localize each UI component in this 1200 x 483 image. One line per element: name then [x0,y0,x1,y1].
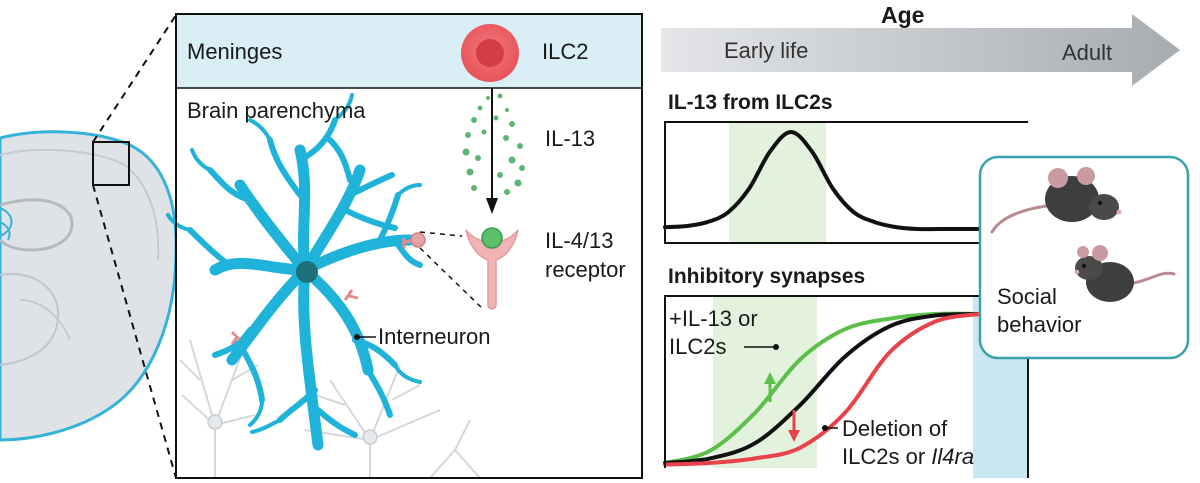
age-end-label: Adult [1062,40,1113,65]
chart-il13-title: IL-13 from ILC2s [668,91,833,114]
red-series-label-line1: Deletion of [842,416,948,441]
age-start-label: Early life [724,38,809,63]
mouse-icon [1074,245,1176,302]
ilc2-label: ILC2 [542,39,589,64]
red-pointer-dot [822,425,828,431]
zoom-box [92,141,130,186]
panel-border [175,13,643,479]
ilc2-nucleus [476,39,504,67]
receptor-connector-top [419,231,463,237]
green-series-label-line2: ILC2s [669,334,727,359]
brain-section [0,130,178,442]
il13-particles [462,93,525,195]
astrocyte [166,93,423,451]
red-series-label-gene: Il4ra [931,444,975,469]
mouse-icon [990,167,1122,234]
receptor-label-line1: IL-4/13 [545,228,614,253]
age-title: Age [881,2,925,28]
green-series-label-line1: +IL-13 or [669,306,758,331]
zoom-line-top [92,14,177,143]
panel-background [176,14,642,478]
secretion-arrowhead [486,198,498,214]
neuron-soma [362,429,378,445]
age-arrow [661,14,1180,86]
receptor-label-line2: receptor [545,257,626,282]
chart-synapse-title: Inhibitory synapses [668,265,866,288]
zoom-line-bottom [92,184,177,479]
social-behavior-line2: behavior [997,312,1082,337]
il13-curve [663,129,982,232]
il13-label: IL-13 [545,126,596,151]
up-arrowhead [764,372,776,384]
parenchyma-label: Brain parenchyma [187,98,366,123]
meninges-label: Meninges [187,39,283,64]
green-pointer-dot [773,344,779,350]
astrocyte-nucleus [296,261,318,283]
red-curve [663,312,982,467]
red-series-label-line2: ILC2s or Il4ra [842,446,974,468]
neuron-soma [207,414,223,430]
chart-il13-frame [664,121,1028,244]
background-neurons [179,339,481,479]
synapse-terminal [410,232,426,248]
receptor-connector-bottom [419,247,485,311]
red-series-label-prefix: ILC2s or [842,444,926,469]
chart-synapse-frame [664,295,980,468]
il13-bound [481,227,503,249]
down-arrowhead [788,430,800,442]
meninges-band [176,14,642,88]
black-curve [663,312,982,465]
social-behavior-line1: Social [997,284,1057,309]
pointer-dot [354,334,360,340]
interneuron-label: Interneuron [378,324,491,349]
